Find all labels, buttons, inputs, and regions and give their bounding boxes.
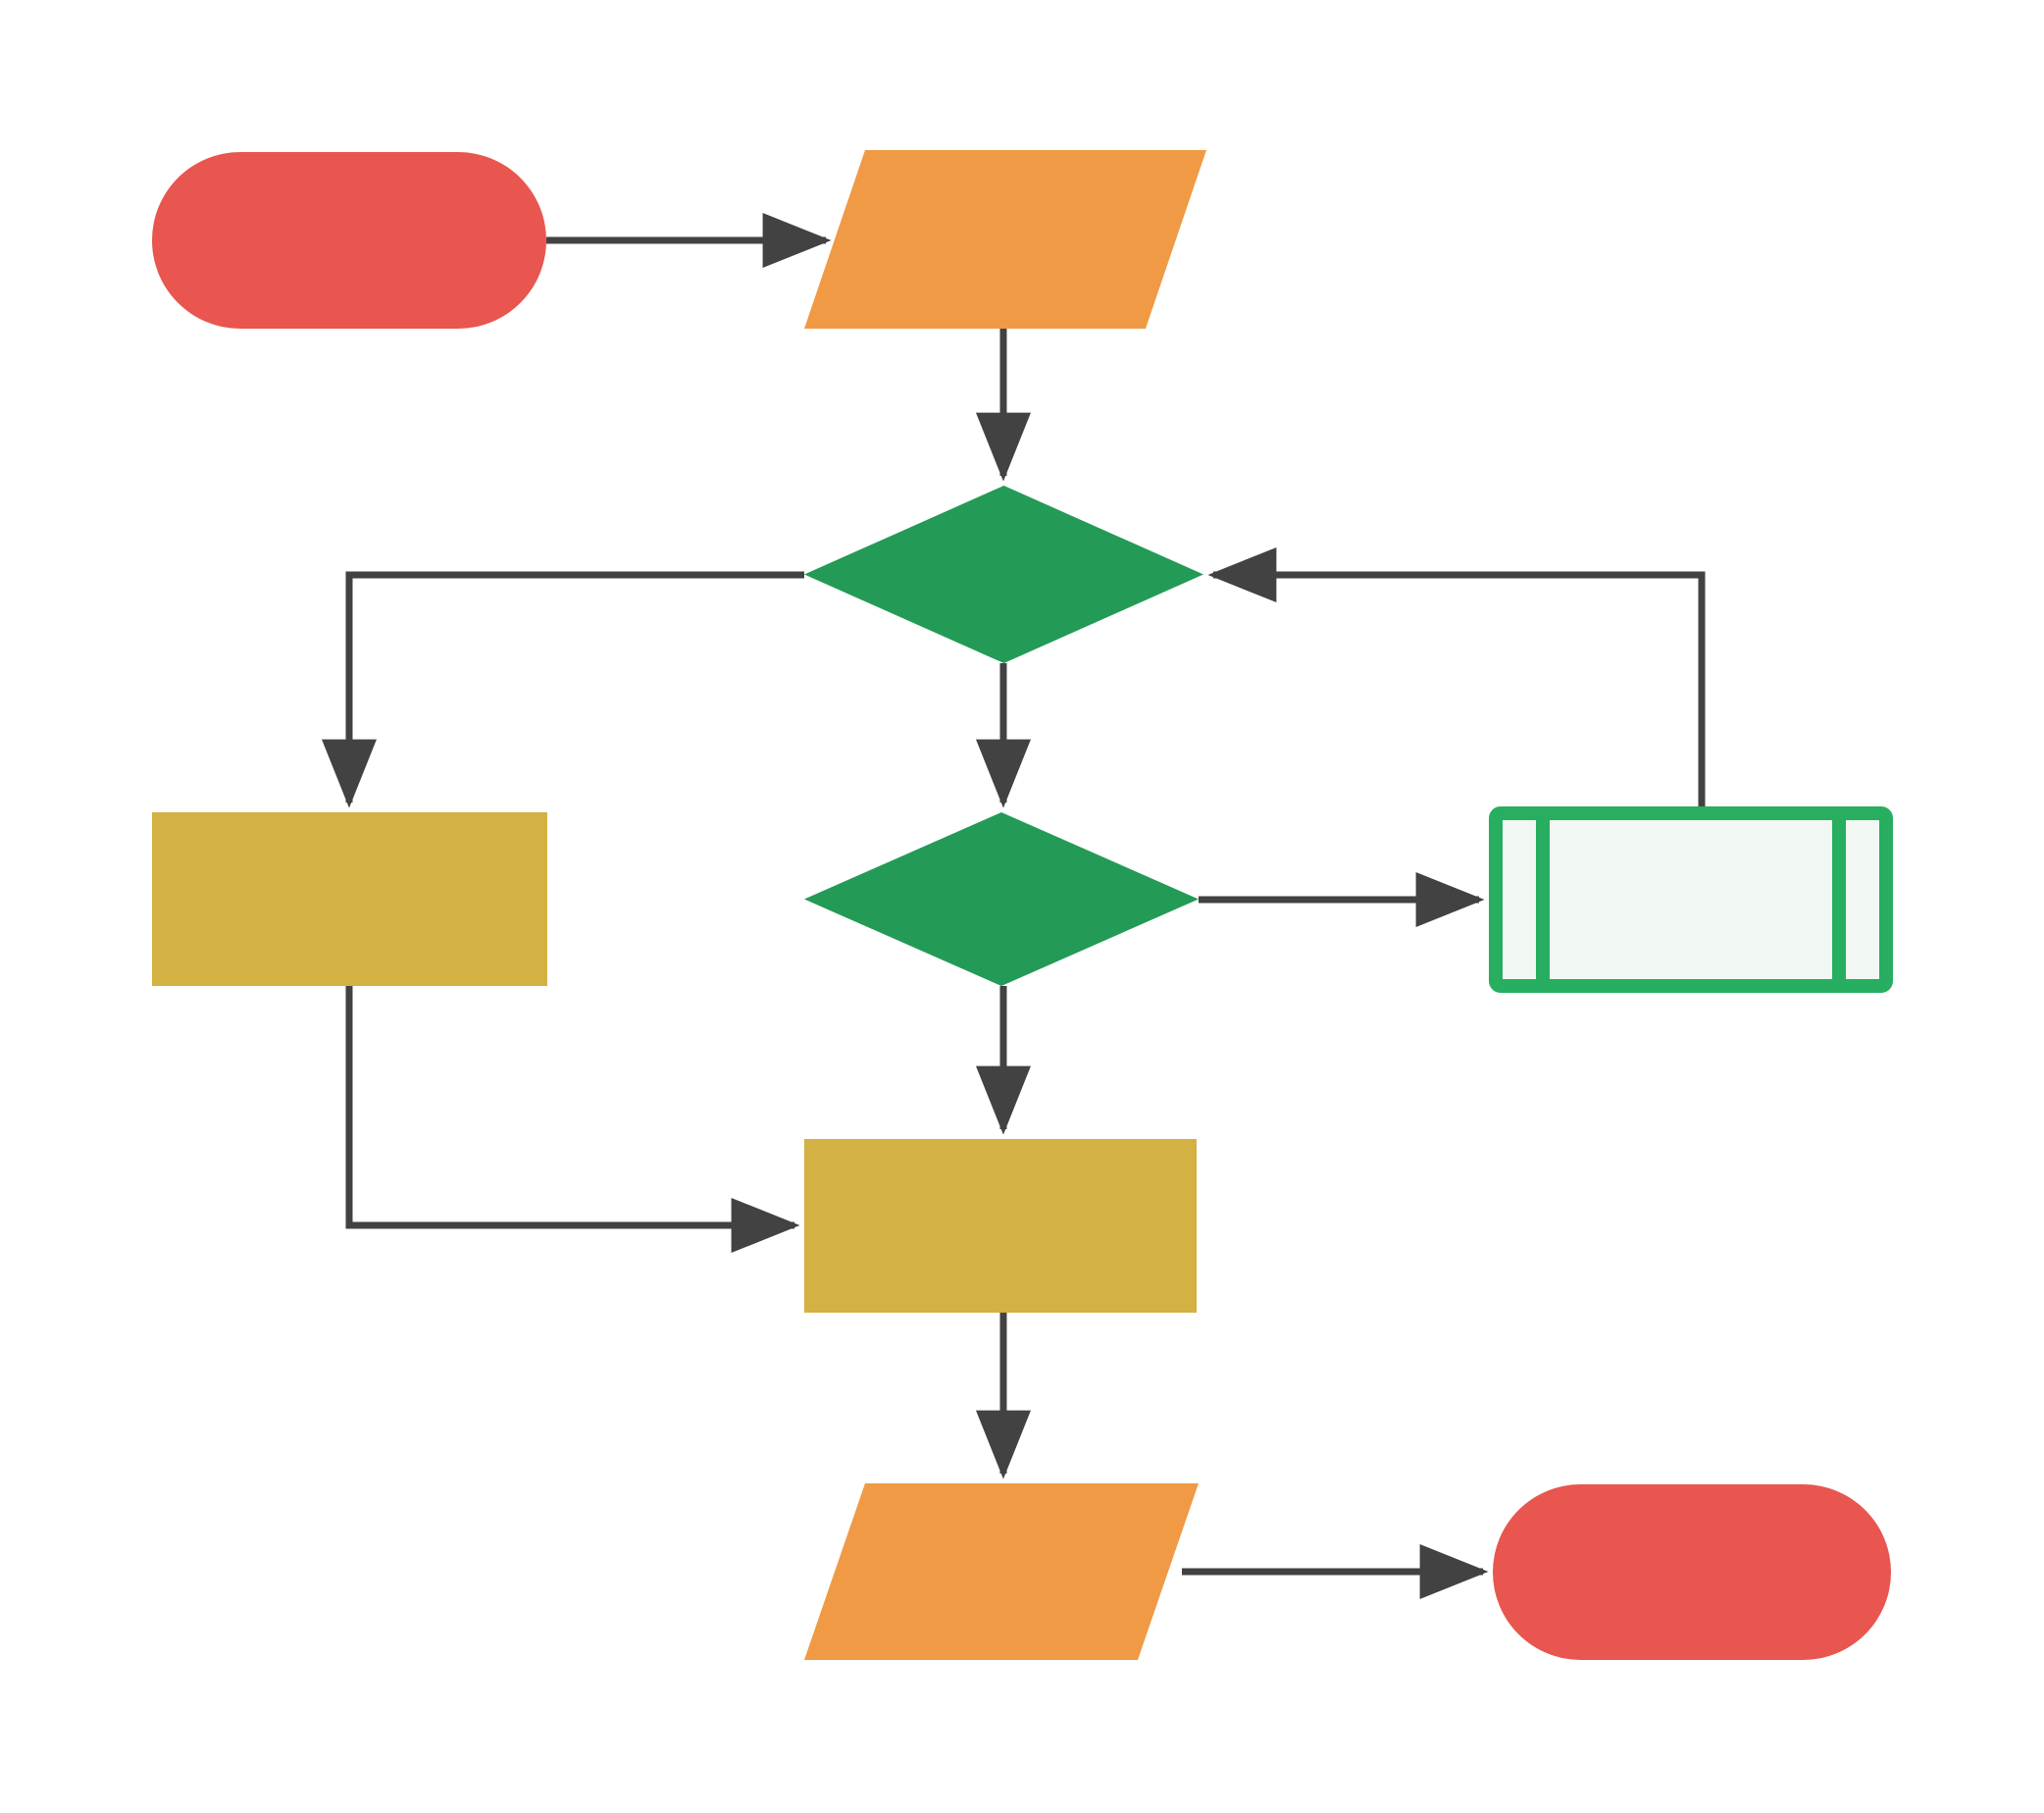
- end-terminator-shape[interactable]: [1493, 1484, 1891, 1660]
- connector-layer: [322, 213, 1706, 1599]
- subroutine-outer-shape[interactable]: [1489, 806, 1893, 993]
- process-center-rectangle-shape[interactable]: [804, 1139, 1197, 1313]
- node-end-terminator[interactable]: [1493, 1484, 1891, 1660]
- process-left-rectangle-shape[interactable]: [152, 812, 547, 986]
- input-parallelogram-shape[interactable]: [804, 150, 1206, 329]
- decision-2-diamond-shape[interactable]: [804, 812, 1199, 986]
- node-subroutine-predefined-process[interactable]: [1489, 806, 1893, 993]
- node-layer: [152, 150, 1893, 1660]
- node-start-terminator[interactable]: [152, 152, 546, 329]
- node-input-parallelogram[interactable]: [804, 150, 1206, 329]
- node-process-left-rectangle[interactable]: [152, 812, 547, 986]
- node-decision-1-diamond[interactable]: [804, 486, 1203, 663]
- edge-subroutine-to-decision-1: [1207, 547, 1706, 806]
- node-decision-2-diamond[interactable]: [804, 812, 1199, 986]
- node-output-parallelogram[interactable]: [804, 1483, 1199, 1660]
- edge-decision-1-to-process-left: [322, 571, 804, 808]
- edge-process-left-to-process-center: [345, 986, 800, 1253]
- node-process-center-rectangle[interactable]: [804, 1139, 1197, 1313]
- start-terminator-shape[interactable]: [152, 152, 546, 329]
- decision-1-diamond-shape[interactable]: [804, 486, 1203, 663]
- output-parallelogram-shape[interactable]: [804, 1483, 1199, 1660]
